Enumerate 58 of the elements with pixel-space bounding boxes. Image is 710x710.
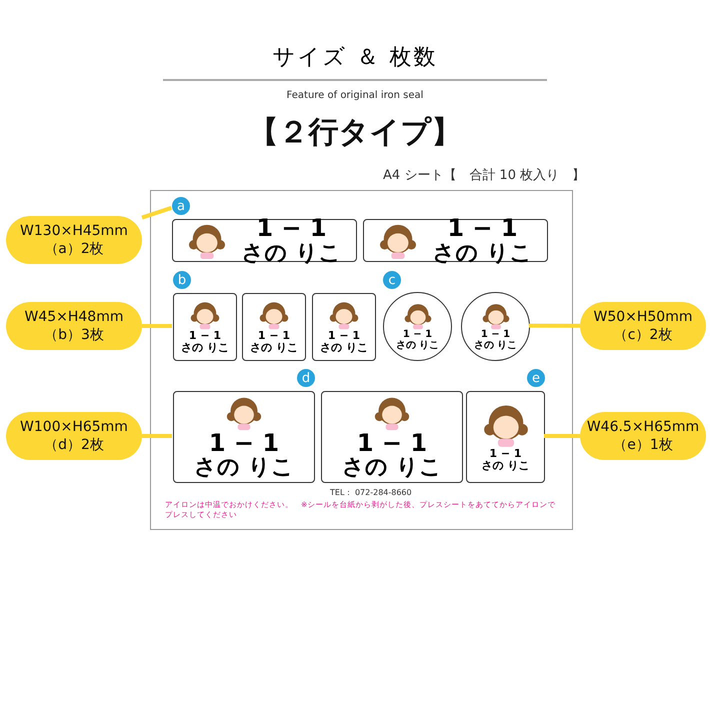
phone-text: TEL： 072-284-8660 (330, 487, 413, 498)
name-seal (173, 391, 315, 483)
count-text: （e）1枚 (613, 436, 673, 454)
sheet-outline (150, 190, 573, 530)
child-name-text: さの りこ (482, 460, 530, 472)
size-text: W130×H45mm (20, 222, 128, 240)
child-name-text: さの りこ (342, 456, 442, 480)
child-name-text: さの りこ (194, 456, 294, 480)
subtitle: Feature of original iron seal (286, 90, 424, 101)
name-seal (242, 293, 306, 361)
count-text: （b）3枚 (44, 326, 104, 344)
class-number-text: 1 − 1 (480, 330, 512, 340)
size-text: W45×H48mm (24, 308, 124, 326)
class-number-text: 1 − 1 (326, 330, 362, 342)
child-name-text: さの りこ (474, 340, 518, 351)
letter-badge: e (527, 369, 545, 387)
child-name-text: さの りこ (432, 242, 532, 265)
title: サイズ ＆ 枚数 (272, 44, 438, 72)
speech-bubble (6, 302, 142, 350)
class-number-text: 1 − 1 (256, 330, 292, 342)
letter-badge: c (383, 271, 401, 289)
letter-badge: a (172, 197, 190, 215)
speech-bubble (6, 412, 142, 460)
count-text: （c）2枚 (614, 326, 672, 344)
class-number-text: 1 − 1 (402, 330, 434, 340)
callout-tail (142, 324, 172, 328)
name-seal (172, 219, 357, 262)
size-text: W46.5×H65mm (586, 418, 700, 436)
callout-tail (142, 434, 172, 438)
sheet-note: A4 シート【 合計 10 枚入り 】 (383, 167, 583, 184)
name-seal (363, 219, 548, 262)
class-number-text: 1 − 1 (446, 216, 519, 242)
name-seal (312, 293, 376, 361)
size-text: W100×H65mm (20, 418, 128, 436)
child-name-text: さの りこ (396, 340, 440, 351)
size-text: W50×H50mm (593, 308, 692, 326)
name-seal (321, 391, 463, 483)
child-name-text: さの りこ (250, 342, 298, 354)
class-number-text: 1 − 1 (356, 430, 428, 456)
class-number-text: 1 − 1 (188, 330, 222, 342)
name-seal (173, 293, 237, 361)
letter-badge: b (173, 271, 191, 289)
callout-tail (544, 434, 580, 438)
child-name-text: さの りこ (181, 342, 229, 354)
speech-bubble (580, 302, 706, 350)
class-number-text: 1 − 1 (488, 448, 523, 460)
name-seal (466, 391, 545, 483)
child-name-text: さの りこ (320, 342, 368, 354)
count-text: （d）2枚 (44, 436, 104, 454)
class-number-text: 1 − 1 (255, 216, 328, 242)
letter-badge: d (297, 369, 315, 387)
type-heading: 【２行タイプ】 (248, 114, 462, 152)
speech-bubble (6, 216, 142, 264)
child-name-text: さの りこ (242, 242, 342, 265)
class-number-text: 1 − 1 (208, 430, 280, 456)
count-text: （a）2枚 (44, 240, 104, 258)
speech-bubble (580, 412, 706, 460)
callout-tail (529, 324, 580, 328)
